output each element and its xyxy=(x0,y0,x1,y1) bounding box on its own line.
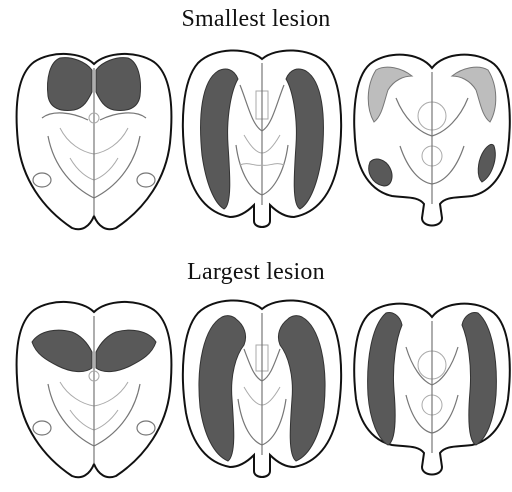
lesion-left xyxy=(48,58,93,111)
brain-section-posterior-small xyxy=(352,46,512,236)
brain-section-anterior-large xyxy=(12,296,177,481)
smallest-lesion-title: Smallest lesion xyxy=(0,6,512,33)
lesion-right xyxy=(96,58,141,111)
brain-section-anterior-small xyxy=(12,48,177,233)
largest-lesion-title: Largest lesion xyxy=(0,259,512,286)
brain-section-middle-large xyxy=(178,294,346,486)
brain-section-middle-small xyxy=(178,45,346,235)
brain-section-posterior-large xyxy=(352,294,512,486)
